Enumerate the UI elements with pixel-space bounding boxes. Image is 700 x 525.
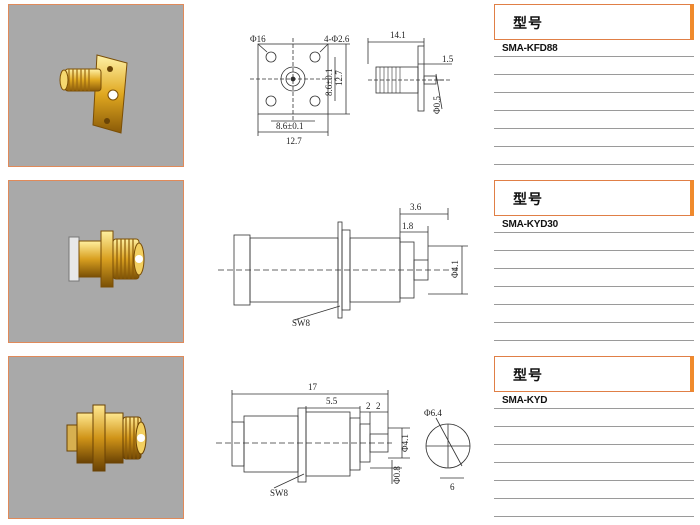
spec-panel: 型号 SMA-KYD30 — [494, 180, 694, 345]
technical-drawing: 3.6 1.8 Φ4.1 SW8 — [212, 180, 474, 345]
spec-rule — [494, 74, 694, 75]
spec-header: 型号 — [494, 4, 694, 40]
product-row-kfd88: Φ16 4-Φ2.6 12.7 8.6±0.1 8.6±0.1 12.7 14.… — [0, 4, 700, 169]
spec-rule — [494, 462, 694, 463]
spec-rule — [494, 340, 694, 341]
spec-rule — [494, 250, 694, 251]
spec-rule — [494, 56, 694, 57]
spec-rule — [494, 128, 694, 129]
spec-rule — [494, 110, 694, 111]
spec-rule — [494, 232, 694, 233]
spec-rule — [494, 286, 694, 287]
spec-rule — [494, 408, 694, 409]
model-number: SMA-KYD — [502, 395, 548, 406]
technical-drawing: 17 5.5 2 2 Φ6.4 Φ4.1 Φ0.8 6 SW8 — [212, 356, 474, 521]
spec-rule — [494, 304, 694, 305]
spec-rule — [494, 426, 694, 427]
model-number: SMA-KYD30 — [502, 219, 558, 230]
technical-drawing: Φ16 4-Φ2.6 12.7 8.6±0.1 8.6±0.1 12.7 14.… — [212, 4, 474, 169]
spec-header-title: 型号 — [513, 368, 543, 384]
spec-header: 型号 — [494, 356, 694, 392]
spec-rule — [494, 146, 694, 147]
spec-rule — [494, 92, 694, 93]
spec-header: 型号 — [494, 180, 694, 216]
product-row-kyd: 17 5.5 2 2 Φ6.4 Φ4.1 Φ0.8 6 SW8 型号 SMA-K… — [0, 356, 700, 521]
product-photo — [8, 4, 184, 167]
product-photo — [8, 356, 184, 519]
spec-rule — [494, 498, 694, 499]
spec-rule — [494, 444, 694, 445]
spec-panel: 型号 SMA-KFD88 — [494, 4, 694, 169]
spec-header-title: 型号 — [513, 192, 543, 208]
spec-rule — [494, 480, 694, 481]
connector-photo-icon — [68, 230, 145, 288]
product-row-kyd30: 3.6 1.8 Φ4.1 SW8 型号 SMA-KYD30 — [0, 180, 700, 345]
connector-photo-icon — [59, 54, 128, 134]
spec-header-title: 型号 — [513, 16, 543, 32]
spec-rule — [494, 322, 694, 323]
spec-rule — [494, 164, 694, 165]
product-photo — [8, 180, 184, 343]
model-number: SMA-KFD88 — [502, 43, 558, 54]
connector-photo-icon — [66, 404, 147, 472]
spec-rule — [494, 516, 694, 517]
spec-rule — [494, 268, 694, 269]
spec-panel: 型号 SMA-KYD — [494, 356, 694, 521]
